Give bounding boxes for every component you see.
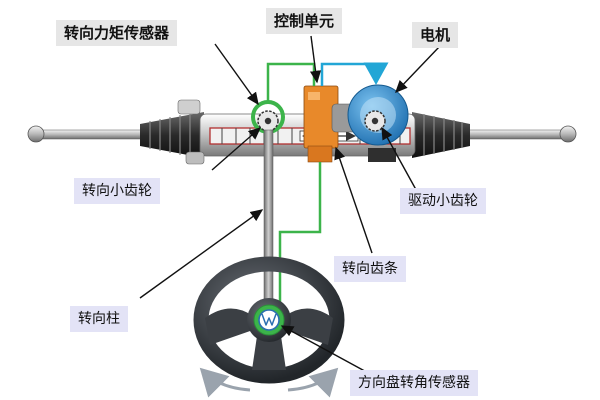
control-unit-block bbox=[303, 85, 339, 163]
drive-pinion-gear bbox=[364, 110, 386, 132]
label-steering-column: 转向柱 bbox=[70, 306, 128, 332]
vw-logo-icon bbox=[258, 309, 280, 331]
label-drive-pinion: 驱动小齿轮 bbox=[400, 188, 486, 214]
callout-arrows bbox=[139, 35, 441, 376]
wheel-rotation-arrows bbox=[199, 367, 339, 398]
steering-wheel bbox=[193, 256, 345, 384]
left-tie-rod bbox=[27, 125, 145, 143]
left-boot bbox=[140, 112, 204, 158]
steering-pinion-gear bbox=[257, 110, 279, 132]
right-tie-rod bbox=[459, 125, 577, 143]
right-boot bbox=[412, 112, 470, 158]
label-motor: 电机 bbox=[412, 22, 459, 48]
label-steering-rack: 转向齿条 bbox=[334, 256, 406, 282]
label-steering-angle-sensor: 方向盘转角传感器 bbox=[350, 370, 478, 396]
steering-column bbox=[263, 129, 274, 313]
label-steering-torque-sensor: 转向力矩传感器 bbox=[56, 20, 178, 46]
label-control-unit: 控制单元 bbox=[266, 8, 343, 34]
label-steering-pinion: 转向小齿轮 bbox=[74, 178, 160, 204]
